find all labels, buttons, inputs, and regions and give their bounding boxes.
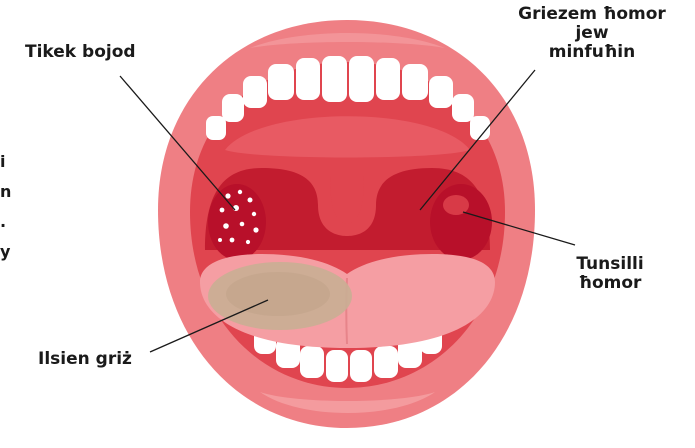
left-edge-fragment-3: . <box>0 212 6 231</box>
label-red-tonsils-line1: Tunsilli <box>555 255 665 274</box>
left-edge-fragment-1: i <box>0 152 5 171</box>
label-red-glands-line3: minfuħin <box>497 43 687 62</box>
label-red-glands: Griezem ħomor jew minfuħin <box>497 5 687 62</box>
label-red-glands-line2: jew <box>497 24 687 43</box>
label-white-spots: Tikek bojod <box>25 43 136 62</box>
right-tonsil <box>430 184 492 260</box>
label-red-glands-line1: Griezem ħomor <box>497 5 687 24</box>
label-red-tonsils: Tunsilli ħomor <box>555 255 665 293</box>
left-edge-fragment-2: n <box>0 182 11 201</box>
left-tonsil <box>208 184 266 260</box>
label-grey-tongue: Ilsien griż <box>38 350 132 369</box>
tongue-coating-inner <box>226 272 330 316</box>
left-edge-fragment-4: y <box>0 242 10 261</box>
label-red-tonsils-line2: ħomor <box>555 274 665 293</box>
